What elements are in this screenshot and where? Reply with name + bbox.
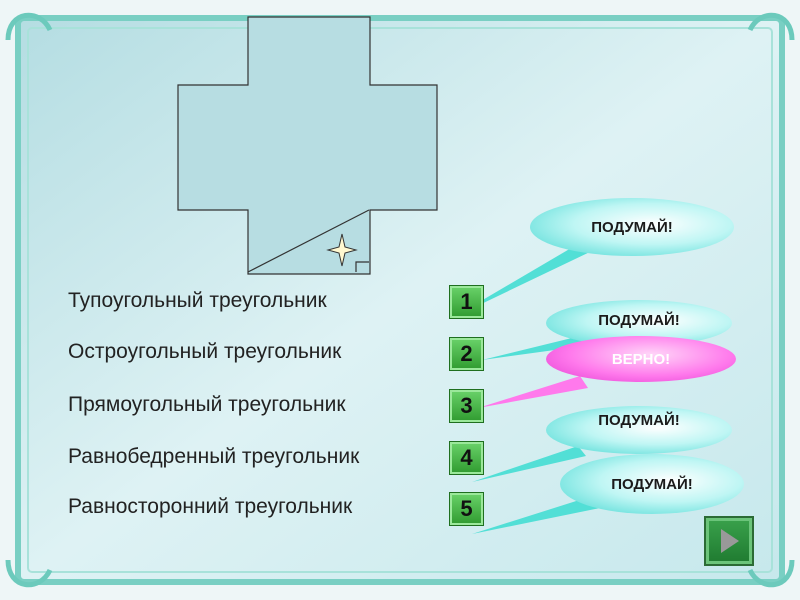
- option-label-2: Остроугольный треугольник: [68, 340, 342, 363]
- option-button-5[interactable]: 5: [449, 492, 484, 526]
- option-label-4: Равнобедренный треугольник: [68, 445, 360, 468]
- corner-curl-tr: [747, 12, 795, 41]
- frame-inner-border: [27, 27, 773, 573]
- corner-curl-tl: [5, 12, 53, 41]
- callout-pointer-5: [472, 496, 600, 534]
- feedback-bubble-3: ВЕРНО!: [546, 336, 736, 382]
- option-label-3: Прямоугольный треугольник: [68, 393, 346, 416]
- callout-pointer-2: [482, 336, 584, 360]
- triangle-hypotenuse: [247, 209, 370, 273]
- option-button-1[interactable]: 1: [449, 285, 484, 319]
- right-angle-mark-icon: [355, 261, 369, 272]
- callout-pointer-1: [452, 244, 594, 318]
- option-button-3[interactable]: 3: [449, 389, 484, 423]
- feedback-bubble-5: ПОДУМАЙ!: [560, 454, 744, 514]
- option-button-4[interactable]: 4: [449, 441, 484, 475]
- next-slide-button[interactable]: [704, 516, 754, 566]
- option-label-5: Равносторонний треугольник: [68, 495, 353, 518]
- option-label-1: Тупоугольный треугольник: [68, 289, 327, 312]
- sparkle-star-icon: [326, 233, 358, 267]
- corner-curl-br: [747, 559, 795, 588]
- corner-curl-bl: [5, 559, 53, 588]
- cross-figure: [177, 16, 438, 275]
- callout-pointer-4: [472, 446, 586, 482]
- feedback-bubble-1: ПОДУМАЙ!: [530, 198, 734, 256]
- option-button-2[interactable]: 2: [449, 337, 484, 371]
- callout-pointer-3: [478, 376, 588, 408]
- feedback-bubble-4: ПОДУМАЙ!: [546, 406, 732, 454]
- play-arrow-icon: [721, 529, 739, 553]
